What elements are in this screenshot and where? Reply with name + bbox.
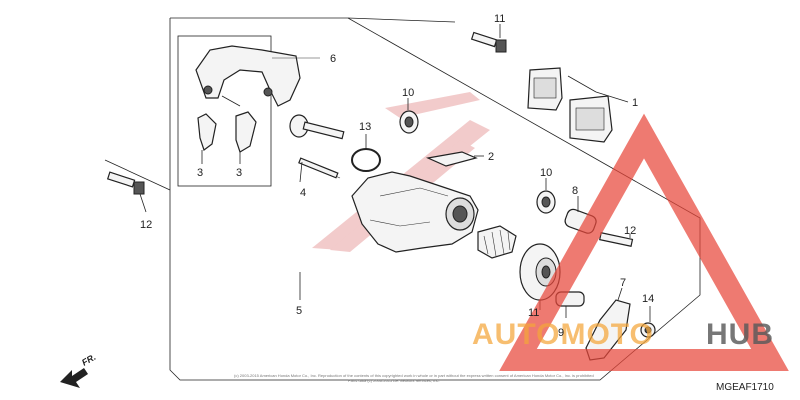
- bolt-13: [599, 232, 634, 247]
- callout-10-top: 10: [402, 87, 414, 99]
- brake-pad-lower: [569, 95, 613, 143]
- watermark-automoto: AUTOMOTO: [472, 318, 654, 351]
- spring-piston: [477, 225, 517, 259]
- pad-spring-left: [197, 113, 217, 151]
- callout-4: 4: [300, 187, 306, 199]
- bracket-subbox: [177, 35, 272, 187]
- front-direction-indicator: FR.: [60, 352, 98, 388]
- front-label: FR.: [80, 352, 98, 368]
- slide-pin: [289, 114, 345, 179]
- brake-pad-upper: [527, 67, 563, 111]
- diagram-code: MGEAF1710: [716, 382, 774, 393]
- boot-lower: [536, 190, 556, 214]
- seal-ring: [351, 148, 381, 172]
- assembly-outline: [104, 17, 701, 381]
- copyright-line-1: (c) 2003-2015 American Honda Motor Co., …: [234, 373, 594, 378]
- callout-12-top: 11: [494, 13, 505, 25]
- callout-12-bottom: 12: [140, 219, 152, 231]
- callout-3-left: 3: [197, 167, 203, 179]
- callout-15: 14: [642, 293, 654, 305]
- pad-retainer: [425, 151, 478, 167]
- callout-10-mid: 10: [540, 167, 552, 179]
- caliper-body: [351, 171, 479, 253]
- callout-2: 2: [488, 151, 494, 163]
- callout-9: 9: [558, 327, 564, 339]
- boot-upper: [399, 110, 419, 134]
- callout-13: 12: [624, 225, 636, 237]
- callout-14: 13: [359, 121, 371, 133]
- copyright-line-2: Parts data (c) 2006-2015 AR Network Serv…: [348, 378, 440, 383]
- watermark-text: AUTOMOTO HUB: [472, 318, 774, 351]
- pad-spring-right: [235, 111, 257, 153]
- callout-3-right: 3: [236, 167, 242, 179]
- callout-6: 6: [330, 53, 336, 65]
- watermark-hub: HUB: [706, 318, 774, 351]
- callout-8: 8: [572, 185, 578, 197]
- callout-11: 11: [528, 307, 539, 319]
- watermark-triangle: [499, 113, 789, 371]
- callout-5: 5: [296, 305, 302, 317]
- nut-15: [640, 322, 656, 338]
- copyright: (c) 2003-2015 American Honda Motor Co., …: [234, 373, 594, 383]
- caliper-bracket: [195, 45, 320, 107]
- front-arrow-icon: [60, 368, 88, 388]
- bolt-lower: [106, 171, 145, 195]
- callout-labels: 11 12 1 2 3 3 4 5 6 7 8 9 10 10 11 12 13…: [140, 13, 654, 339]
- callout-1: 1: [632, 97, 638, 109]
- callout-7: 7: [620, 277, 626, 289]
- bolt-upper: [470, 31, 507, 53]
